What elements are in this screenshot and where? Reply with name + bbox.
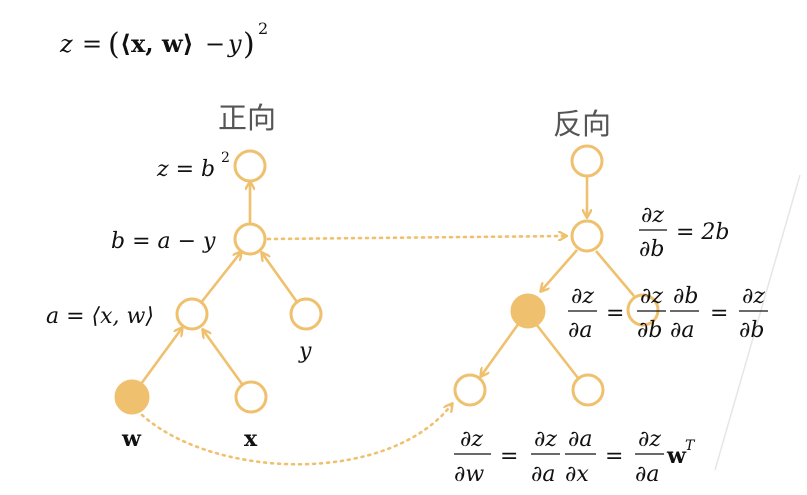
node-b: [233, 222, 267, 256]
dzda-t1-num: ∂z: [571, 284, 594, 309]
back-node-x: [571, 373, 605, 407]
dzdw-tail-sup: T: [685, 438, 696, 454]
dzda-t2-num: ∂z: [640, 284, 663, 309]
dzdw-t3-num: ∂a: [568, 427, 593, 452]
dzda-t3-num: ∂b: [673, 284, 698, 309]
dzda-eq1: =: [606, 301, 624, 326]
dotted-link-w: [140, 404, 452, 466]
formula-lhs: z: [59, 30, 73, 58]
node-a: [175, 297, 209, 331]
dzdw-t4-den: ∂a: [635, 462, 660, 487]
formula-y: y: [227, 30, 242, 58]
label-y: y: [298, 339, 312, 364]
backward-title: 反向: [553, 108, 611, 141]
dzda-t4-num: ∂z: [742, 284, 765, 309]
node-z: [233, 149, 267, 183]
dzda-t2-den: ∂b: [637, 318, 662, 343]
faint-guide-line: [714, 174, 801, 471]
dzdb-num: ∂z: [641, 203, 664, 228]
back-node-w: [453, 373, 487, 407]
dzdw-eq2: =: [605, 444, 623, 469]
dzdb-den: ∂b: [639, 237, 664, 262]
label-w: w: [121, 426, 142, 452]
eq-dz-da: ∂z ∂a = ∂z ∂b ∂b ∂a = ∂z ∂b: [568, 284, 768, 343]
edge-a-to-b: [198, 252, 241, 305]
forward-nodes: [114, 149, 323, 415]
formula-inner-product: ⟨x, w⟩: [120, 29, 194, 58]
backward-edges: [481, 177, 635, 379]
label-x: x: [244, 426, 258, 452]
dzdw-eq1: =: [500, 444, 518, 469]
formula-minus: −: [205, 30, 225, 58]
dzdw-t4-num: ∂z: [638, 427, 661, 452]
main-formula: z = ( ⟨x, w⟩ − y ) 2: [59, 19, 268, 62]
back-node-a: [510, 293, 546, 329]
back-node-y: [626, 293, 660, 327]
dzda-t4-den: ∂b: [739, 318, 764, 343]
dzdw-t2-den: ∂a: [531, 462, 556, 487]
edge-y-to-b: [262, 253, 299, 303]
edge-w-to-a: [139, 328, 182, 385]
dzda-eq2: =: [710, 301, 728, 326]
formula-eq: =: [82, 30, 102, 58]
eq-dz-db: ∂z ∂b = 2b: [639, 203, 730, 262]
forward-title: 正向: [218, 102, 276, 135]
dzdw-t2-num: ∂z: [534, 427, 557, 452]
dotted-link-b: [266, 236, 566, 239]
back-node-b: [570, 219, 604, 253]
edge-a-to-w-back: [481, 322, 521, 376]
forward-labels: z = b 2 b = a − y a = ⟨x, w⟩ y w x: [46, 150, 312, 452]
node-x: [234, 380, 268, 414]
edge-x-to-a: [203, 330, 244, 385]
backward-nodes: [453, 144, 660, 407]
label-a-def: a = ⟨x, w⟩: [46, 304, 154, 329]
dzda-t3-den: ∂a: [670, 318, 695, 343]
node-w: [114, 379, 150, 415]
dzdw-t1-num: ∂z: [460, 427, 483, 452]
dzdw-t3-den: ∂x: [565, 462, 589, 487]
label-z-def: z = b: [156, 157, 215, 182]
dzdb-rhs: = 2b: [676, 220, 730, 245]
formula-paren-open: (: [108, 27, 120, 62]
node-y: [289, 297, 323, 331]
dzdw-t1-den: ∂w: [454, 462, 484, 487]
back-node-z: [570, 144, 604, 178]
formula-paren-close: ): [243, 27, 255, 62]
edge-a-to-x-back: [534, 323, 580, 379]
eq-dz-dw: ∂z ∂w = ∂z ∂a ∂a ∂x = ∂z ∂a w T: [454, 427, 696, 487]
edge-b-to-a-back: [541, 249, 578, 291]
forward-edges: [139, 182, 299, 385]
label-z-def-power: 2: [221, 150, 230, 166]
dzda-t1-den: ∂a: [568, 318, 593, 343]
edge-b-to-y-back: [595, 250, 635, 297]
label-b-def: b = a − y: [111, 229, 216, 254]
formula-power: 2: [258, 19, 268, 38]
dzdw-tail: w: [666, 443, 687, 469]
